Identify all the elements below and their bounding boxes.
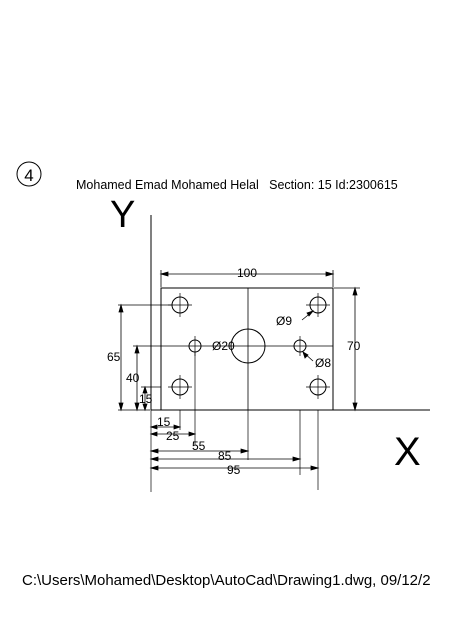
dim-15-horizontal	[149, 424, 182, 430]
hole-bottom-right	[306, 375, 330, 399]
dim-label-55: 55	[192, 439, 206, 453]
dim-label-15-horizontal: 15	[157, 415, 171, 429]
hole-right-small	[293, 336, 307, 356]
dim-label-40: 40	[126, 371, 140, 385]
leader-d8	[302, 351, 314, 362]
header-text: Mohamed Emad Mohamed Helal Section: 15 I…	[76, 178, 398, 192]
label-d9: Ø9	[276, 314, 292, 328]
dim-label-25: 25	[166, 429, 180, 443]
leader-d9	[301, 310, 315, 321]
dim-55	[149, 448, 250, 454]
label-d8: Ø8	[315, 356, 331, 370]
dim-label-70: 70	[347, 339, 361, 353]
dim-85	[149, 456, 302, 462]
dim-label-100: 100	[237, 266, 257, 280]
plate-outline	[160, 287, 334, 411]
y-axis-label: Y	[110, 194, 135, 236]
dim-25	[149, 431, 197, 437]
dim-height-70	[334, 286, 360, 412]
dim-width-100	[159, 270, 335, 287]
drawing-number: 4	[24, 166, 33, 185]
dim-label-95: 95	[227, 463, 241, 477]
hole-top-right	[306, 293, 330, 317]
number-circle	[16, 161, 42, 187]
dim-label-85: 85	[218, 449, 232, 463]
dim-15-vertical	[141, 385, 161, 412]
dim-label-15-vertical: 15	[139, 392, 153, 406]
hole-bottom-left	[168, 375, 192, 399]
dim-95	[149, 465, 320, 471]
file-path-footer: C:\Users\Mohamed\Desktop\AutoCad\Drawing…	[22, 572, 431, 589]
x-axis-label: X	[394, 430, 421, 474]
dim-40	[133, 344, 161, 412]
label-d20: Ø20	[212, 339, 235, 353]
dim-65	[118, 303, 172, 412]
hole-center-large	[230, 328, 266, 364]
dim-label-65: 65	[107, 350, 121, 364]
